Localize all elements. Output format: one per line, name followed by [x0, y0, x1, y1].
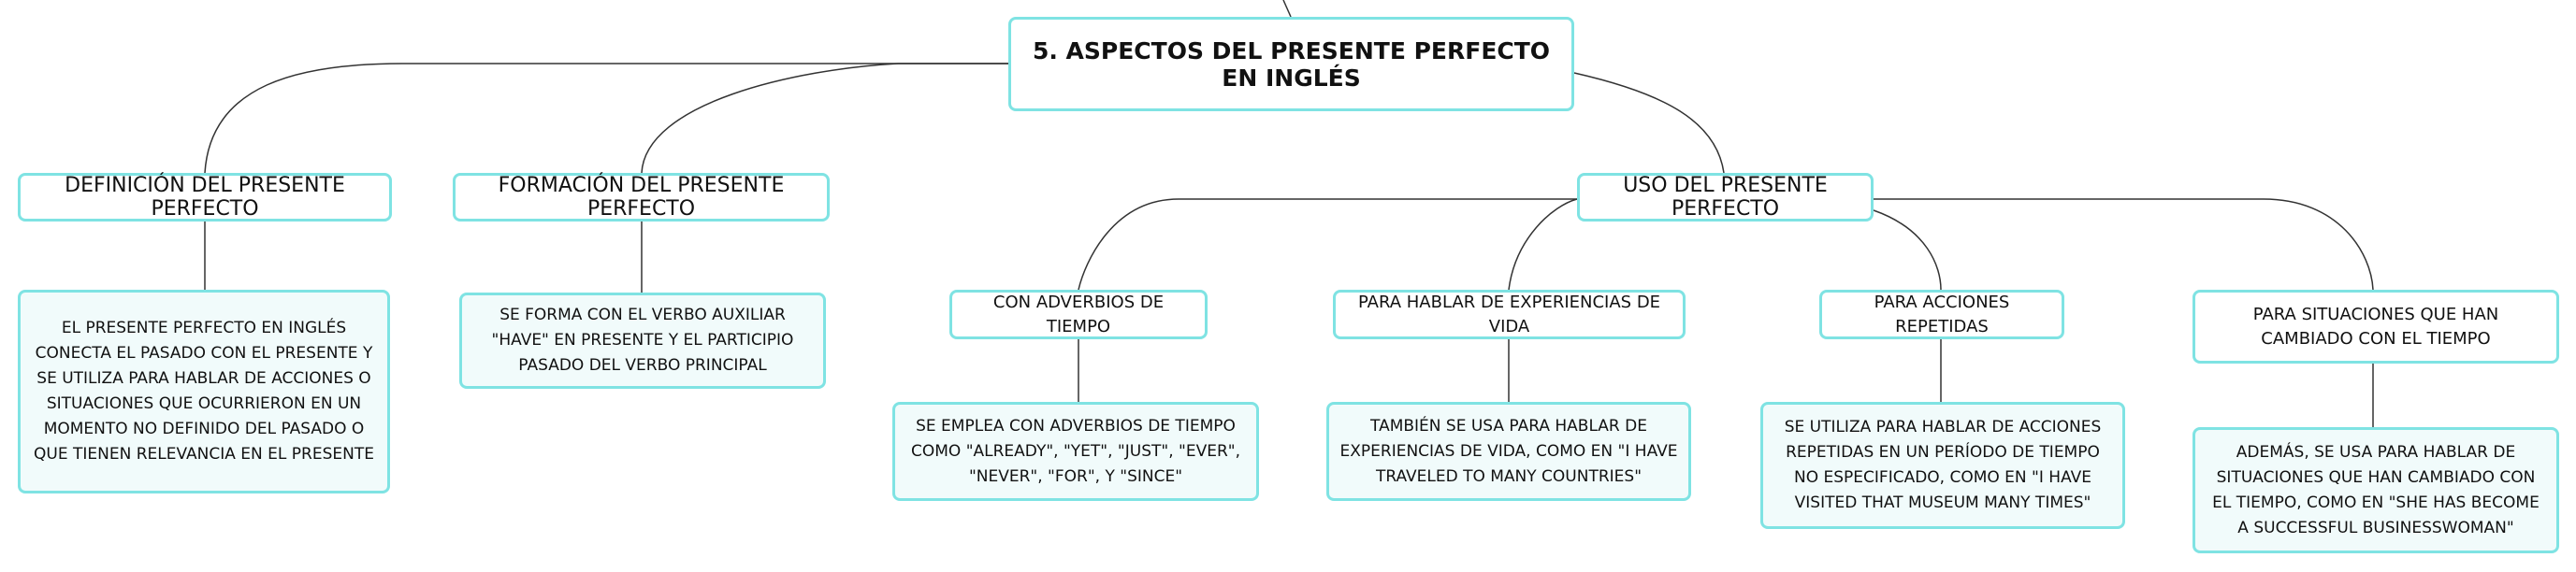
topic-formacion[interactable]: FORMACIÓN DEL PRESENTE PERFECTO	[453, 173, 830, 222]
subtopic-repetidas[interactable]: PARA ACCIONES REPETIDAS	[1819, 290, 2064, 339]
detail-experiencias[interactable]: TAMBIÉN SE USA PARA HABLAR DE EXPERIENCI…	[1326, 402, 1691, 501]
detail-repetidas[interactable]: SE UTILIZA PARA HABLAR DE ACCIONES REPET…	[1760, 402, 2125, 529]
detail-cambios[interactable]: ADEMÁS, SE USA PARA HABLAR DE SITUACIONE…	[2192, 427, 2559, 553]
subtopic-adverbios[interactable]: CON ADVERBIOS DE TIEMPO	[949, 290, 1208, 339]
topic-uso[interactable]: USO DEL PRESENTE PERFECTO	[1577, 173, 1874, 222]
topic-definicion[interactable]: DEFINICIÓN DEL PRESENTE PERFECTO	[18, 173, 392, 222]
detail-formacion[interactable]: SE FORMA CON EL VERBO AUXILIAR "HAVE" EN…	[459, 293, 826, 389]
subtopic-cambios[interactable]: PARA SITUACIONES QUE HAN CAMBIADO CON EL…	[2192, 290, 2559, 364]
root-topic[interactable]: 5. ASPECTOS DEL PRESENTE PERFECTO EN ING…	[1008, 17, 1574, 111]
detail-adverbios[interactable]: SE EMPLEA CON ADVERBIOS DE TIEMPO COMO "…	[892, 402, 1259, 501]
subtopic-experiencias[interactable]: PARA HABLAR DE EXPERIENCIAS DE VIDA	[1333, 290, 1686, 339]
detail-definicion[interactable]: EL PRESENTE PERFECTO EN INGLÉS CONECTA E…	[18, 290, 390, 493]
